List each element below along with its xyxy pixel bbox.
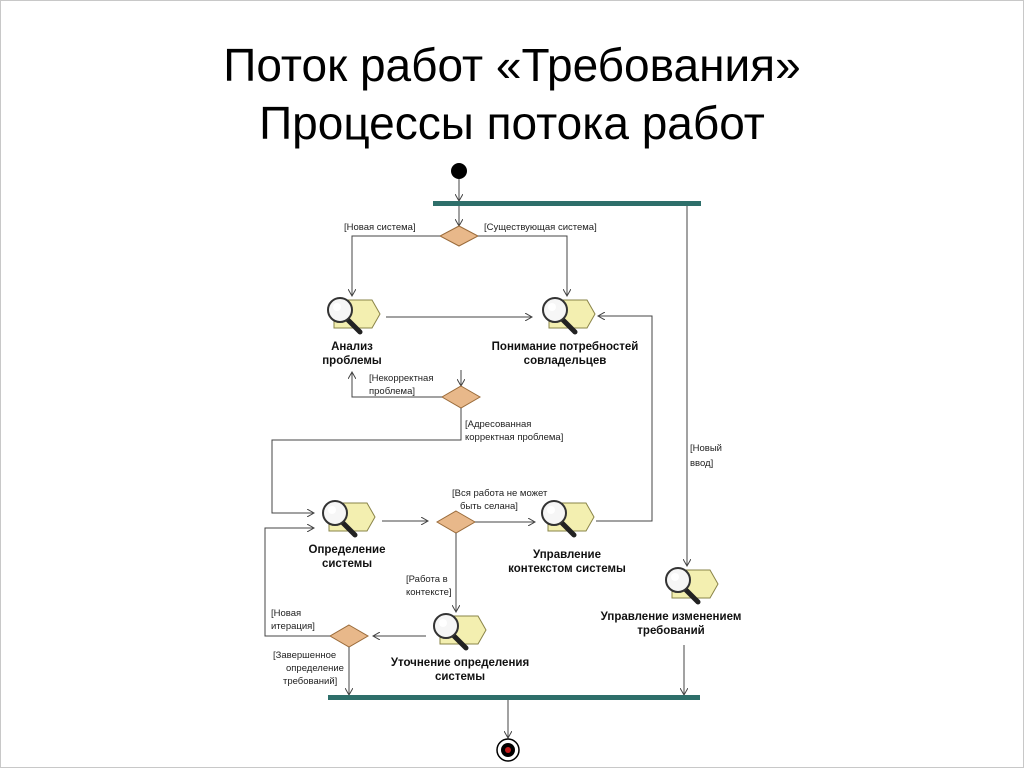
flow-new-iteration [264, 528, 330, 637]
activity-label-line2: проблемы [322, 355, 382, 367]
magnifier-icon [323, 501, 375, 535]
flow-back-to-analysis [352, 372, 442, 398]
activity-problem-analysis: Анализ проблемы [322, 298, 382, 367]
guard-all-work-line1: [Вся работа не может [452, 488, 548, 499]
magnifier-icon [434, 614, 486, 648]
activity-label-line1: Управление изменением [601, 611, 742, 623]
decision-iteration [329, 624, 369, 648]
activity-understand-stakeholder-needs: Понимание потребностей совладельцев [492, 298, 639, 367]
activity-refine-system-definition: Уточнение определения системы [391, 614, 529, 683]
magnifier-icon [542, 501, 594, 535]
guard-complete-line3: требований] [283, 676, 337, 687]
magnifier-icon [328, 298, 380, 332]
activity-label-line1: Понимание потребностей [492, 341, 639, 353]
activity-label-line1: Анализ [331, 341, 373, 353]
activity-label-line2: системы [322, 558, 372, 570]
guard-in-scope-line2: контексте] [406, 587, 452, 598]
slide-title: Поток работ «Требования» Процессы потока… [0, 36, 1024, 152]
flow-to-understand [478, 235, 567, 296]
activity-define-system: Определение системы [309, 501, 386, 570]
guard-new-input-line1: [Новый [690, 443, 722, 454]
guard-new-iteration-line2: итерация] [271, 621, 315, 632]
activity-label-line2: контекстом системы [508, 563, 626, 575]
activity-label-line2: совладельцев [524, 355, 607, 367]
guard-in-scope-line1: [Работа в [406, 574, 448, 585]
activity-manage-scope: Управление контекстом системы [508, 501, 626, 575]
title-line-2: Процессы потока работ [259, 97, 765, 149]
initial-node [451, 163, 467, 179]
guard-incorrect-line2: проблема] [369, 386, 415, 397]
decision-problem-check [441, 385, 481, 409]
activity-label-line1: Управление [533, 549, 601, 561]
guard-addressed-line1: [Адресованная [465, 419, 531, 430]
activity-label-line2: требований [637, 625, 704, 637]
guard-complete-line2: определение [286, 663, 344, 674]
guard-new-iteration-line1: [Новая [271, 608, 301, 619]
decision-system-type [438, 225, 480, 247]
flow-to-define-system [271, 408, 462, 513]
activity-label-line2: системы [435, 671, 485, 683]
activity-label-line1: Определение [309, 544, 386, 556]
guard-existing-system: [Существующая система] [484, 222, 597, 233]
magnifier-icon [543, 298, 595, 332]
guard-all-work-line2: быть селана] [460, 501, 518, 512]
guard-addressed-line2: корректная проблема] [465, 432, 563, 443]
fork-bar [433, 201, 701, 206]
final-node [496, 738, 520, 762]
magnifier-icon [666, 568, 718, 602]
guard-complete-line1: [Завершенное [273, 650, 336, 661]
decision-scope [436, 510, 476, 534]
guard-new-input-line2: ввод] [690, 458, 713, 469]
flow-to-analysis [352, 235, 440, 296]
join-bar [328, 695, 700, 700]
guard-new-system: [Новая система] [344, 222, 416, 233]
activity-manage-changing-requirements: Управление изменением требований [601, 568, 742, 637]
guard-incorrect-line1: [Некорректная [369, 373, 433, 384]
title-line-1: Поток работ «Требования» [223, 39, 801, 91]
flow-scope-to-understand [596, 316, 653, 522]
activity-label-line1: Уточнение определения [391, 657, 529, 669]
